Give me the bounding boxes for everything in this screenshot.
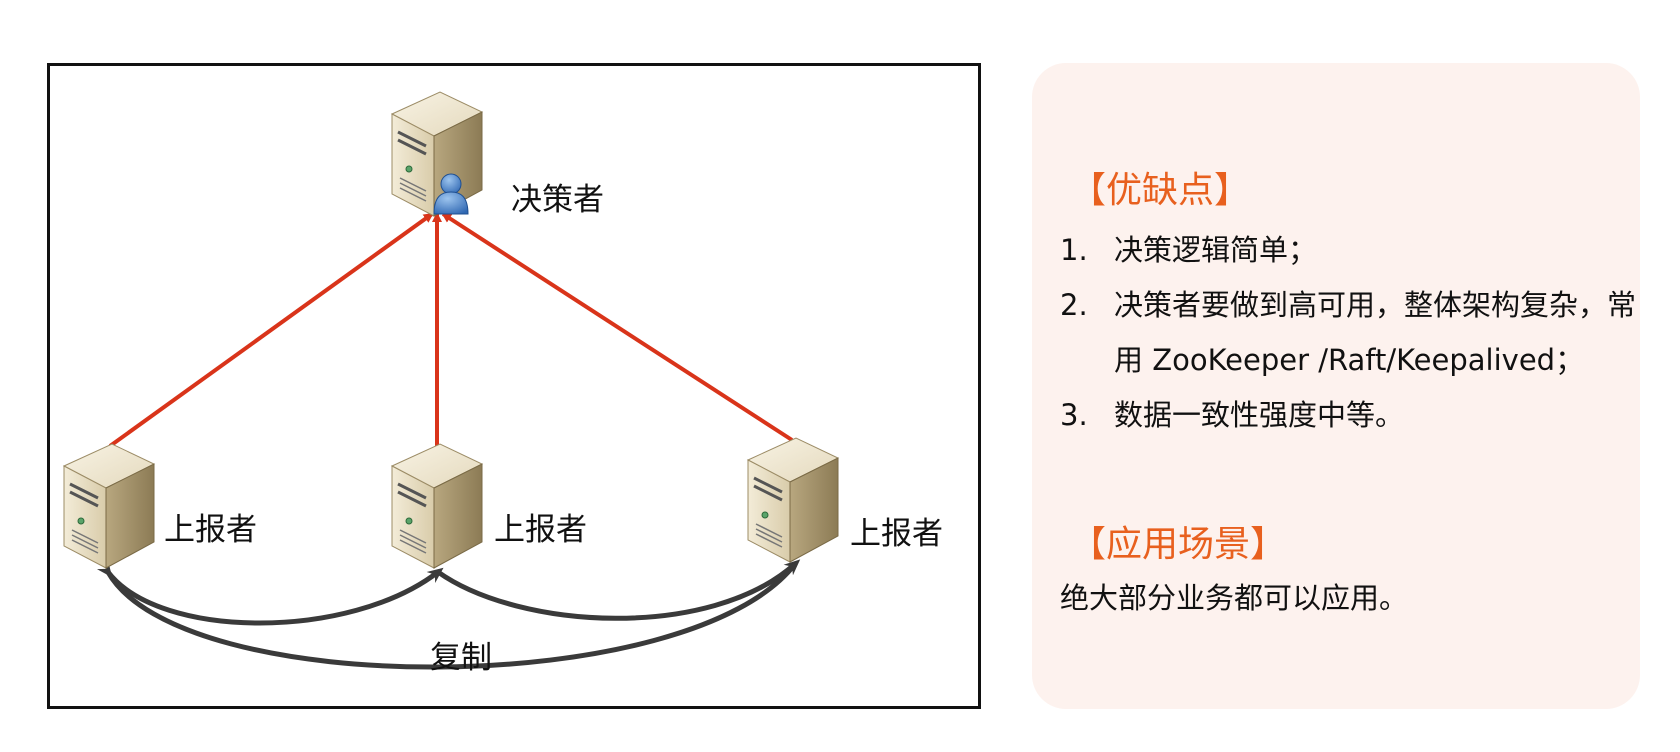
list-item-text: 决策者要做到高可用，整体架构复杂，常用 ZooKeeper /Raft/Keep… xyxy=(1114,288,1637,377)
reporter-label-left: 上报者 xyxy=(164,512,257,548)
scenario-title: 【应用场景】 xyxy=(1070,524,1287,565)
list-item-number: 2. xyxy=(1060,288,1088,322)
reporter-label-middle: 上报者 xyxy=(494,512,587,548)
reporter-server-icon-right xyxy=(746,436,840,564)
replication-arrow-middle-right xyxy=(436,559,801,621)
list-item: 3. 数据一致性强度中等。 xyxy=(1060,388,1640,443)
pros-cons-title: 【优缺点】 xyxy=(1070,170,1251,211)
user-icon xyxy=(433,173,469,215)
list-item-text: 数据一致性强度中等。 xyxy=(1114,398,1405,432)
reporter-label-right: 上报者 xyxy=(850,516,943,552)
reporter-server-icon-middle xyxy=(390,442,484,570)
diagram-frame xyxy=(47,63,981,709)
reporter-server-icon-left xyxy=(62,442,156,570)
scenario-text: 绝大部分业务都可以应用。 xyxy=(1060,581,1409,615)
list-item: 1. 决策逻辑简单； xyxy=(1060,223,1640,278)
decider-server-icon xyxy=(390,90,484,218)
info-panel: 【优缺点】 1. 决策逻辑简单； 2. 决策者要做到高可用，整体架构复杂，常用 … xyxy=(1032,63,1640,709)
replication-label: 复制 xyxy=(430,640,492,676)
list-item: 2. 决策者要做到高可用，整体架构复杂，常用 ZooKeeper /Raft/K… xyxy=(1060,278,1640,388)
decider-label: 决策者 xyxy=(511,182,604,218)
vote-arrow-right xyxy=(441,212,794,442)
pros-cons-list: 1. 决策逻辑简单； 2. 决策者要做到高可用，整体架构复杂，常用 ZooKee… xyxy=(1060,223,1640,443)
list-item-number: 3. xyxy=(1060,398,1088,432)
replication-arrow-left-middle xyxy=(96,560,444,626)
list-item-text: 决策逻辑简单； xyxy=(1114,233,1318,267)
list-item-number: 1. xyxy=(1060,233,1088,267)
replication-arrow-left-right xyxy=(105,562,797,670)
vote-arrow-left xyxy=(108,212,434,448)
